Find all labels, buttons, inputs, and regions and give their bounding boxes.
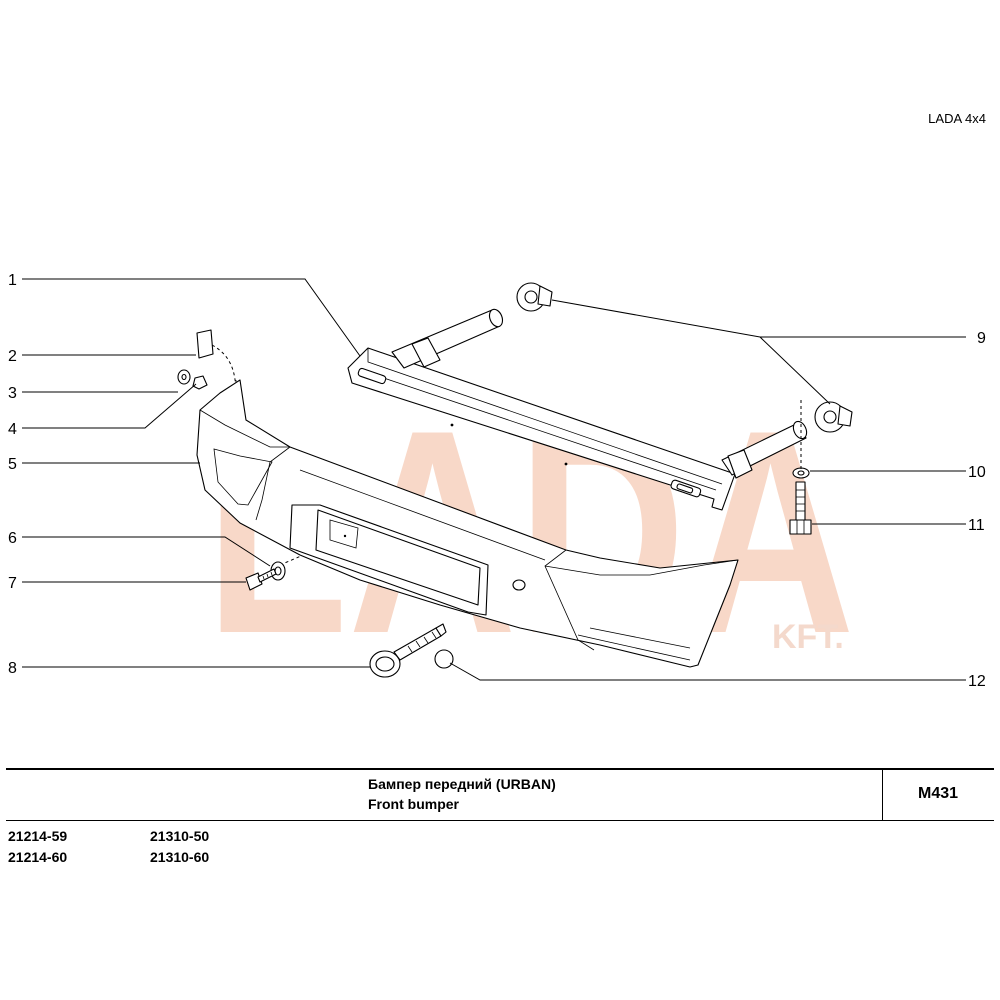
title-block: Бампер передний (URBAN) Front bumper M43…: [6, 768, 994, 821]
title-russian: Бампер передний (URBAN): [368, 776, 556, 792]
callout-2: 2: [8, 348, 17, 365]
model-code: 21214-60: [8, 849, 68, 865]
washer-small: [177, 369, 191, 385]
brand-label: LADA 4x4: [928, 111, 986, 126]
model-code: 21214-59: [8, 828, 68, 844]
callout-5: 5: [8, 456, 17, 473]
callout-11: 11: [968, 517, 985, 534]
callout-12: 12: [968, 673, 986, 690]
callout-6: 6: [8, 530, 17, 547]
bumper-body: [196, 379, 739, 668]
exploded-diagram: LADA KFT.: [8, 272, 986, 694]
left-mounting-tube: [391, 308, 504, 369]
callout-3: 3: [8, 385, 17, 402]
plate-screw: [245, 568, 277, 591]
tow-eye: [369, 623, 447, 678]
mounting-bar: [347, 347, 736, 511]
plug-cap: [434, 649, 454, 669]
diagram-code: M431: [917, 785, 959, 802]
right-mounting-tube: [721, 420, 808, 479]
flange-nut-top: [516, 282, 553, 312]
callout-10: 10: [968, 464, 986, 481]
callout-9: 9: [977, 330, 986, 347]
callout-7: 7: [8, 575, 17, 592]
leader-lines: [22, 278, 966, 681]
callout-1: 1: [8, 272, 17, 289]
callout-numbers: 1 2 3 4 5 6 7 8 9 10 11 12: [8, 272, 986, 690]
model-code: 21310-60: [150, 849, 210, 865]
bolt: [789, 481, 812, 535]
watermark-sub-text: KFT.: [772, 618, 844, 656]
title-divider: [882, 770, 883, 820]
clip-bracket: [196, 329, 214, 359]
nut-small: [192, 375, 208, 390]
callout-8: 8: [8, 660, 17, 677]
flange-nut-right: [814, 401, 853, 433]
callout-4: 4: [8, 421, 17, 438]
model-code: 21310-50: [150, 828, 210, 844]
washer: [792, 467, 810, 479]
title-english: Front bumper: [368, 796, 459, 812]
